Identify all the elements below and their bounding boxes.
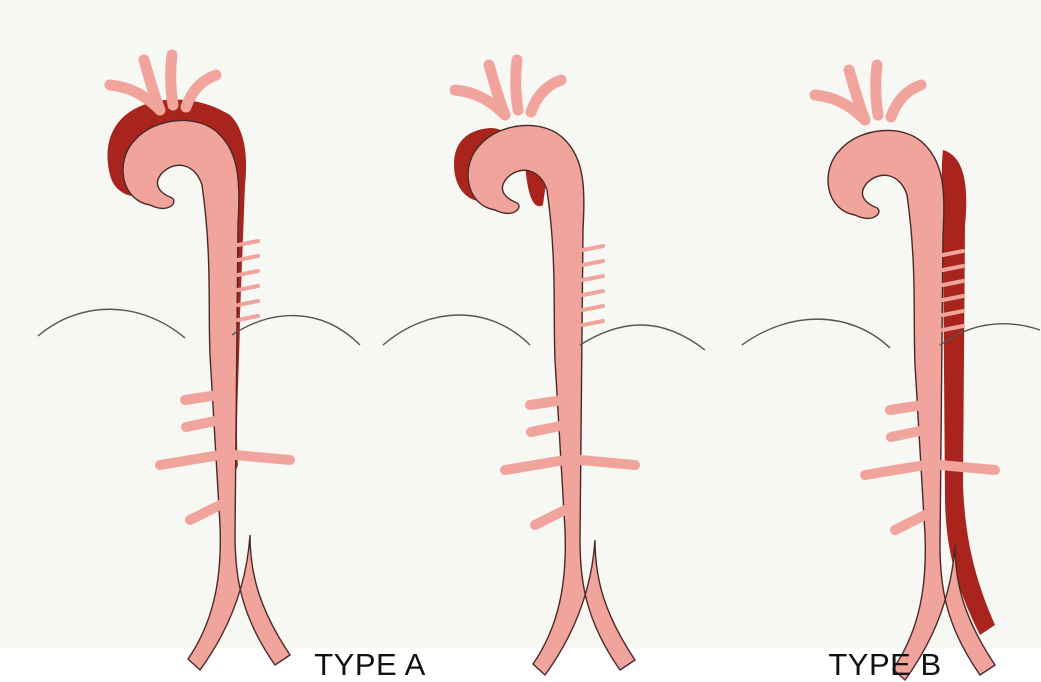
type-b-label: TYPE B (800, 648, 970, 682)
type-a-label: TYPE A (285, 648, 455, 682)
